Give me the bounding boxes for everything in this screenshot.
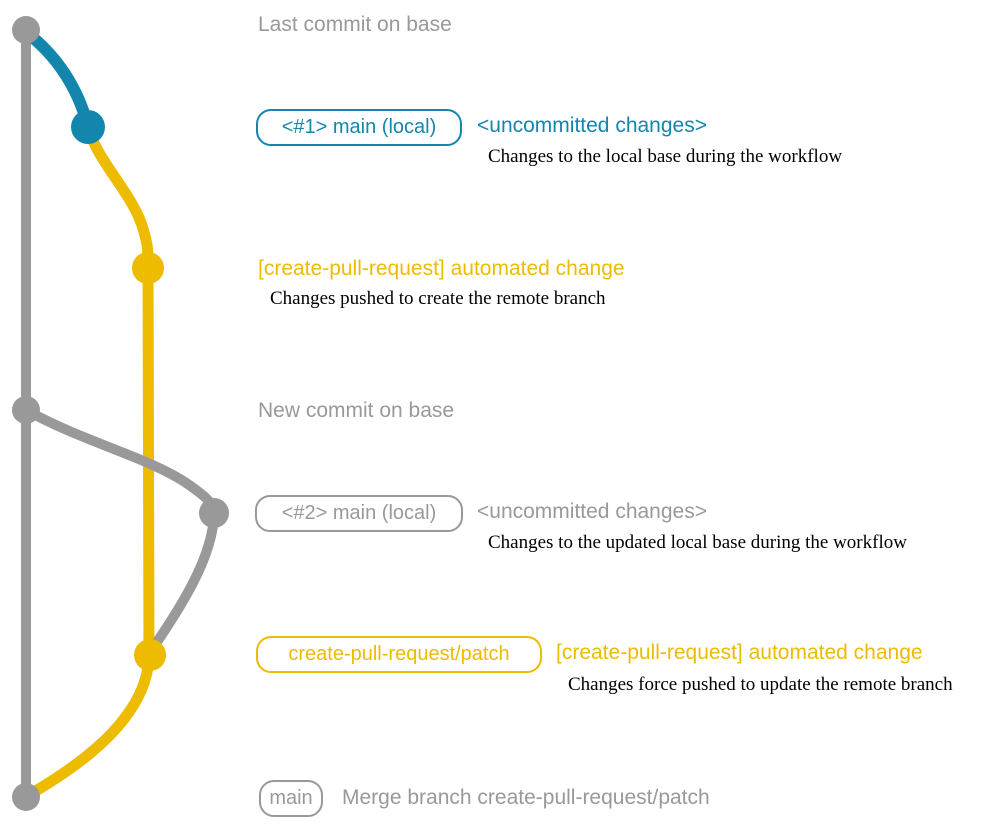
branch-badge-main: main bbox=[259, 780, 323, 817]
label-automated-change-1: [create-pull-request] automated change bbox=[258, 257, 625, 280]
label-uncommitted-changes-2: <uncommitted changes> bbox=[477, 500, 707, 523]
updated-local-main-out-line bbox=[21, 405, 219, 518]
updated-local-main-in-line bbox=[146, 509, 219, 656]
label-merge-branch: Merge branch create-pull-request/patch bbox=[342, 786, 710, 809]
label-uncommitted-changes-1: <uncommitted changes> bbox=[477, 114, 707, 137]
commit-last-commit-on-base bbox=[12, 16, 40, 44]
commit-automated-change-1 bbox=[132, 252, 164, 284]
git-graph bbox=[12, 16, 229, 811]
patch-branch-line bbox=[82, 122, 155, 662]
branch-badge-main-local-2: <#2> main (local) bbox=[255, 495, 463, 532]
note-local-base-changes: Changes to the local base during the wor… bbox=[488, 146, 843, 167]
label-last-commit-on-base: Last commit on base bbox=[258, 13, 452, 36]
commit-automated-change-2 bbox=[134, 639, 166, 671]
commit-uncommitted-changes-1 bbox=[71, 110, 105, 144]
note-updated-local-base-changes: Changes to the updated local base during… bbox=[488, 532, 907, 553]
commit-merge bbox=[12, 783, 40, 811]
commit-new-commit-on-base bbox=[12, 396, 40, 424]
label-automated-change-2: [create-pull-request] automated change bbox=[556, 641, 923, 664]
label-new-commit-on-base: New commit on base bbox=[258, 399, 455, 422]
note-pushed-to-create-branch: Changes pushed to create the remote bran… bbox=[270, 288, 606, 309]
patch-merge-line bbox=[21, 652, 155, 802]
branch-badge-main-local-1: <#1> main (local) bbox=[256, 109, 462, 146]
branch-badge-patch: create-pull-request/patch bbox=[256, 636, 542, 673]
local-main-branch-line bbox=[20, 26, 94, 132]
note-force-pushed-update: Changes force pushed to update the remot… bbox=[568, 674, 953, 695]
commit-uncommitted-changes-2 bbox=[199, 498, 229, 528]
